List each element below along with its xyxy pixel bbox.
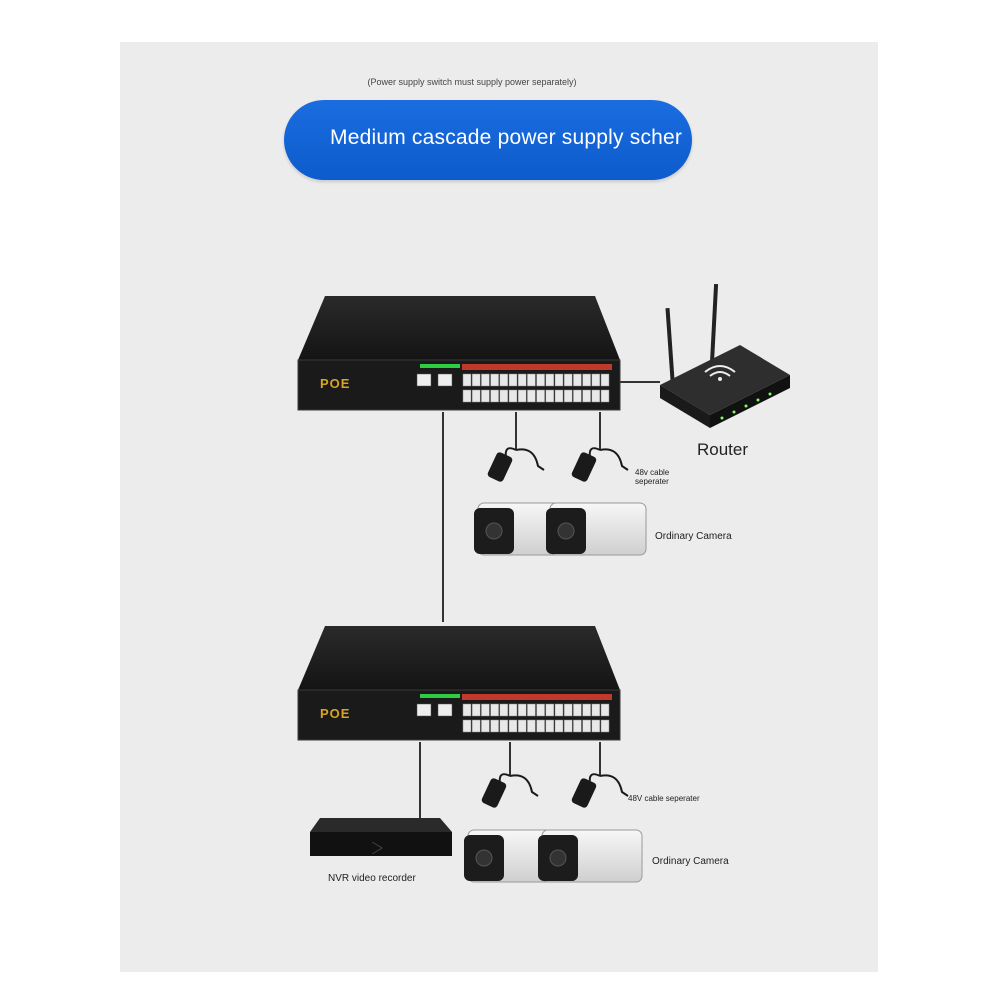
switch-port	[545, 703, 555, 717]
switch-port	[462, 389, 472, 403]
switch-port	[499, 373, 509, 387]
switch-port	[517, 373, 527, 387]
switch-port	[499, 703, 509, 717]
switch-port	[554, 719, 564, 733]
switch-port	[508, 719, 518, 733]
switch-port	[527, 389, 536, 403]
separator-label-bottom: 48V cable seperater	[628, 794, 700, 803]
switch-port	[527, 719, 536, 733]
switch-port	[499, 389, 509, 403]
switch-port	[462, 719, 472, 733]
switch-port	[554, 389, 564, 403]
switch-port	[517, 703, 527, 717]
switch-port	[490, 373, 499, 387]
switch-port	[481, 703, 490, 717]
switch-port	[591, 373, 601, 387]
switch-port	[471, 703, 481, 717]
switch-port	[471, 389, 481, 403]
switch-port	[508, 389, 518, 403]
separator-label-top: 48v cable seperater	[635, 468, 670, 486]
switch-port	[573, 703, 582, 717]
switch-port	[481, 389, 490, 403]
camera-label-top: Ordinary Camera	[655, 531, 732, 542]
diagram-title: Medium cascade power supply scher	[330, 126, 683, 149]
switch-port	[573, 719, 582, 733]
switch-port	[527, 703, 536, 717]
switch-port	[554, 373, 564, 387]
switch-port	[527, 373, 536, 387]
switch-port	[582, 719, 591, 733]
switch-port	[582, 703, 591, 717]
switch-port	[600, 389, 610, 403]
switch-port	[582, 373, 591, 387]
switch-port	[499, 719, 509, 733]
router	[660, 283, 790, 428]
switch-port	[563, 389, 573, 403]
switch-port	[563, 373, 573, 387]
switch-port	[517, 389, 527, 403]
separator-icons	[481, 447, 629, 808]
switch-port	[536, 719, 545, 733]
switch-port	[471, 719, 481, 733]
poe-badge-top: POE	[320, 376, 351, 391]
switch-port	[591, 719, 601, 733]
switch-port	[573, 373, 582, 387]
switch-port	[582, 389, 591, 403]
cables	[419, 381, 660, 818]
switch-port	[536, 373, 545, 387]
switch-port	[554, 703, 564, 717]
camera-group-bottom	[464, 829, 643, 883]
switch-port	[471, 373, 481, 387]
switch-port	[536, 389, 545, 403]
switch-port	[490, 703, 499, 717]
switch-port	[517, 719, 527, 733]
switch-port	[536, 703, 545, 717]
switch-port	[591, 703, 601, 717]
switch-port	[508, 373, 518, 387]
title-banner: Medium cascade power supply scher	[284, 100, 692, 180]
camera-group-top	[474, 502, 647, 556]
switch-port	[600, 373, 610, 387]
camera-label-bottom: Ordinary Camera	[652, 856, 729, 867]
switch-port	[573, 389, 582, 403]
switch-port	[490, 389, 499, 403]
switch-port	[600, 703, 610, 717]
router-label: Router	[697, 440, 749, 459]
switch-port	[600, 719, 610, 733]
switch-port	[563, 703, 573, 717]
switch-port	[545, 389, 555, 403]
switch-port	[545, 719, 555, 733]
switch-port	[481, 373, 490, 387]
switch-port	[591, 389, 601, 403]
switch-port	[508, 703, 518, 717]
nvr-label: NVR video recorder	[328, 873, 416, 884]
switch-port	[563, 719, 573, 733]
power-note: (Power supply switch must supply power s…	[367, 77, 577, 87]
switch-port	[545, 373, 555, 387]
poe-switch-top	[297, 296, 621, 411]
nvr-recorder	[310, 818, 452, 856]
switch-port	[462, 703, 472, 717]
switch-port	[490, 719, 499, 733]
switch-port	[481, 719, 490, 733]
poe-switch-bottom	[297, 626, 621, 741]
switch-port	[462, 373, 472, 387]
poe-badge-bottom: POE	[320, 706, 351, 721]
